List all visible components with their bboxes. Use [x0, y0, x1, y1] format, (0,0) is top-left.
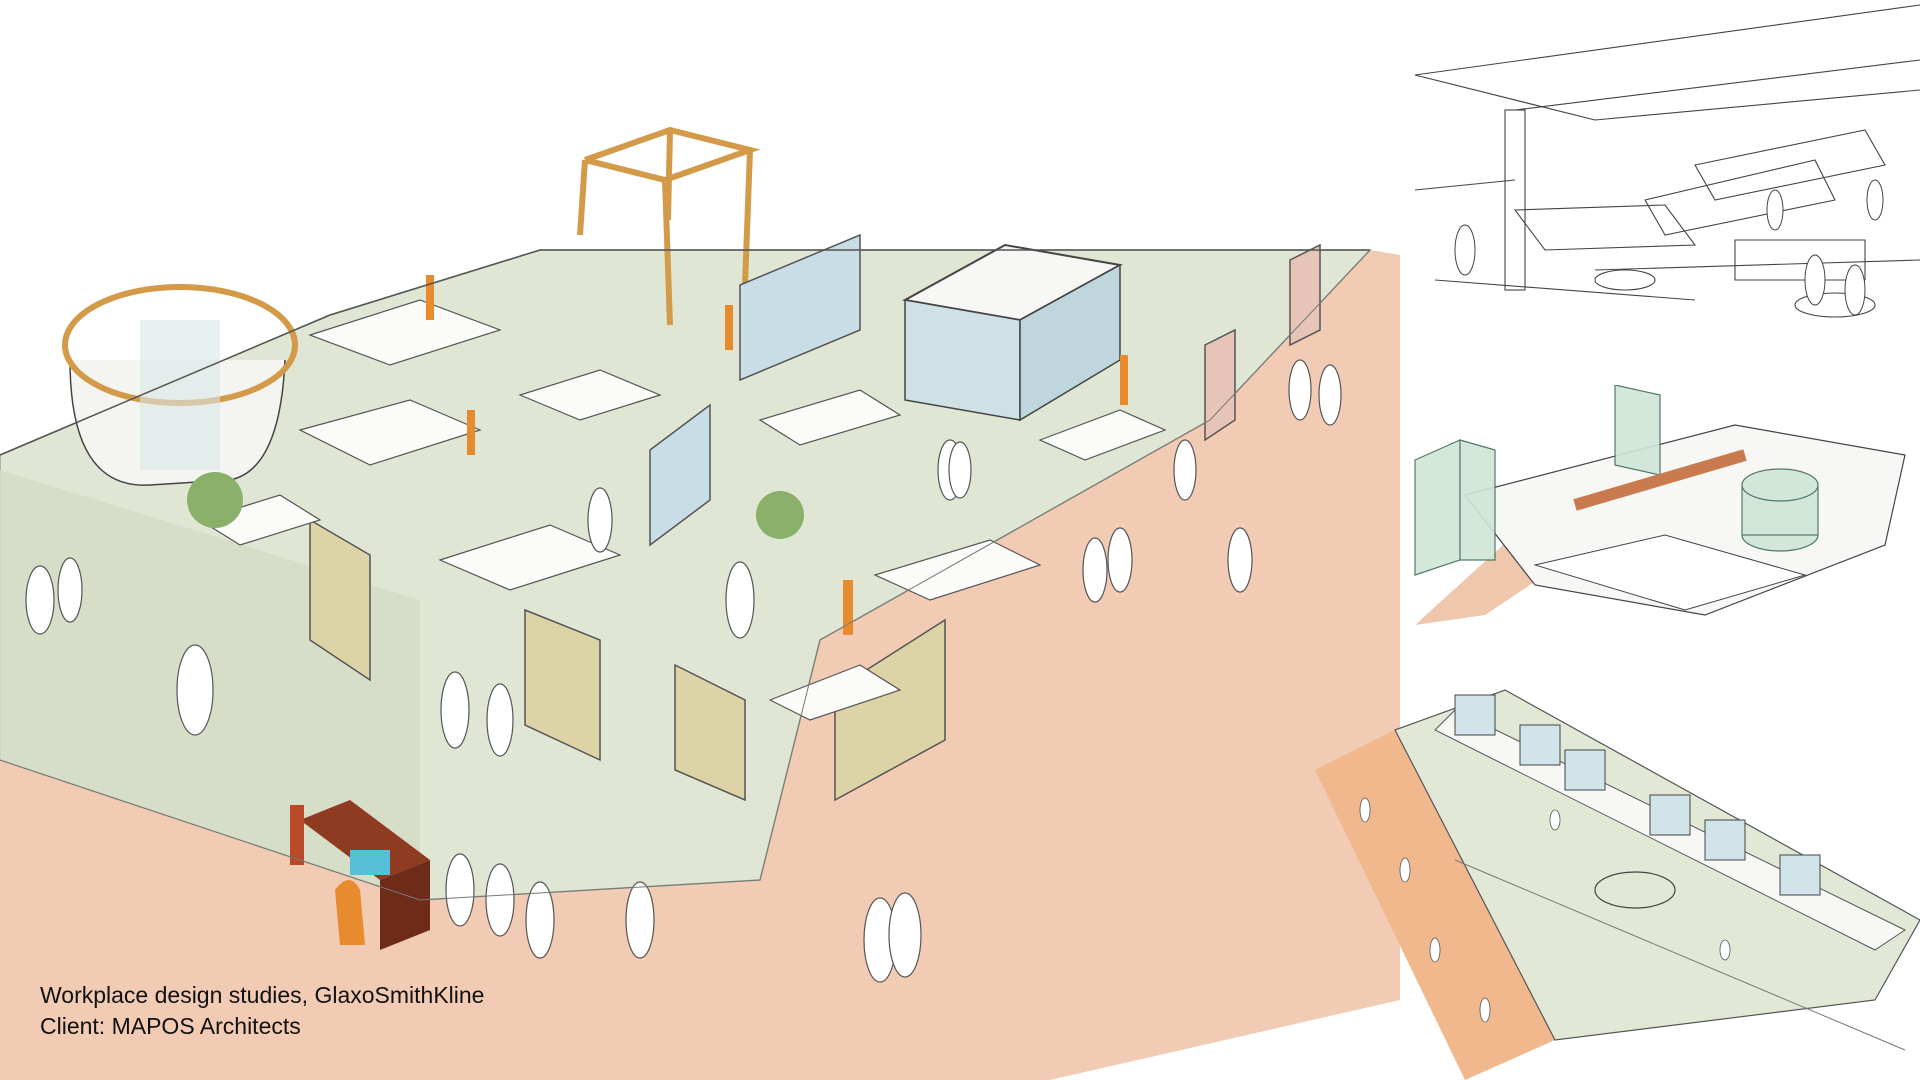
olive-panel-2	[524, 608, 601, 762]
glass-meeting-box	[902, 243, 1123, 422]
caption-project: Workplace design studies, GlaxoSmithKlin…	[40, 982, 485, 1008]
caption: Workplace design studies, GlaxoSmithKlin…	[40, 980, 484, 1042]
stepped-floor-sketch	[1405, 385, 1920, 655]
olive-panel-3	[674, 663, 746, 802]
blue-partition-2	[649, 403, 711, 547]
olive-panel-1	[309, 518, 371, 682]
plant-1	[187, 472, 243, 528]
timber-frame-tower	[577, 126, 761, 326]
office-floorplan-sketch	[0, 126, 1400, 1080]
atrium-plan-sketch	[1305, 670, 1920, 1080]
circular-pavilion	[62, 284, 298, 486]
olive-panel-4	[834, 618, 946, 802]
plant-2	[756, 491, 804, 539]
workstations	[198, 299, 1167, 721]
caption-client: Client: MAPOS Architects	[40, 1013, 301, 1039]
interior-perspective-sketch	[1395, 0, 1920, 360]
blue-partition-1	[739, 233, 861, 382]
coffee-counter	[290, 800, 430, 950]
people-figures	[25, 359, 1342, 983]
orange-accent-posts	[426, 275, 1128, 635]
main-sketch	[0, 126, 1400, 1080]
